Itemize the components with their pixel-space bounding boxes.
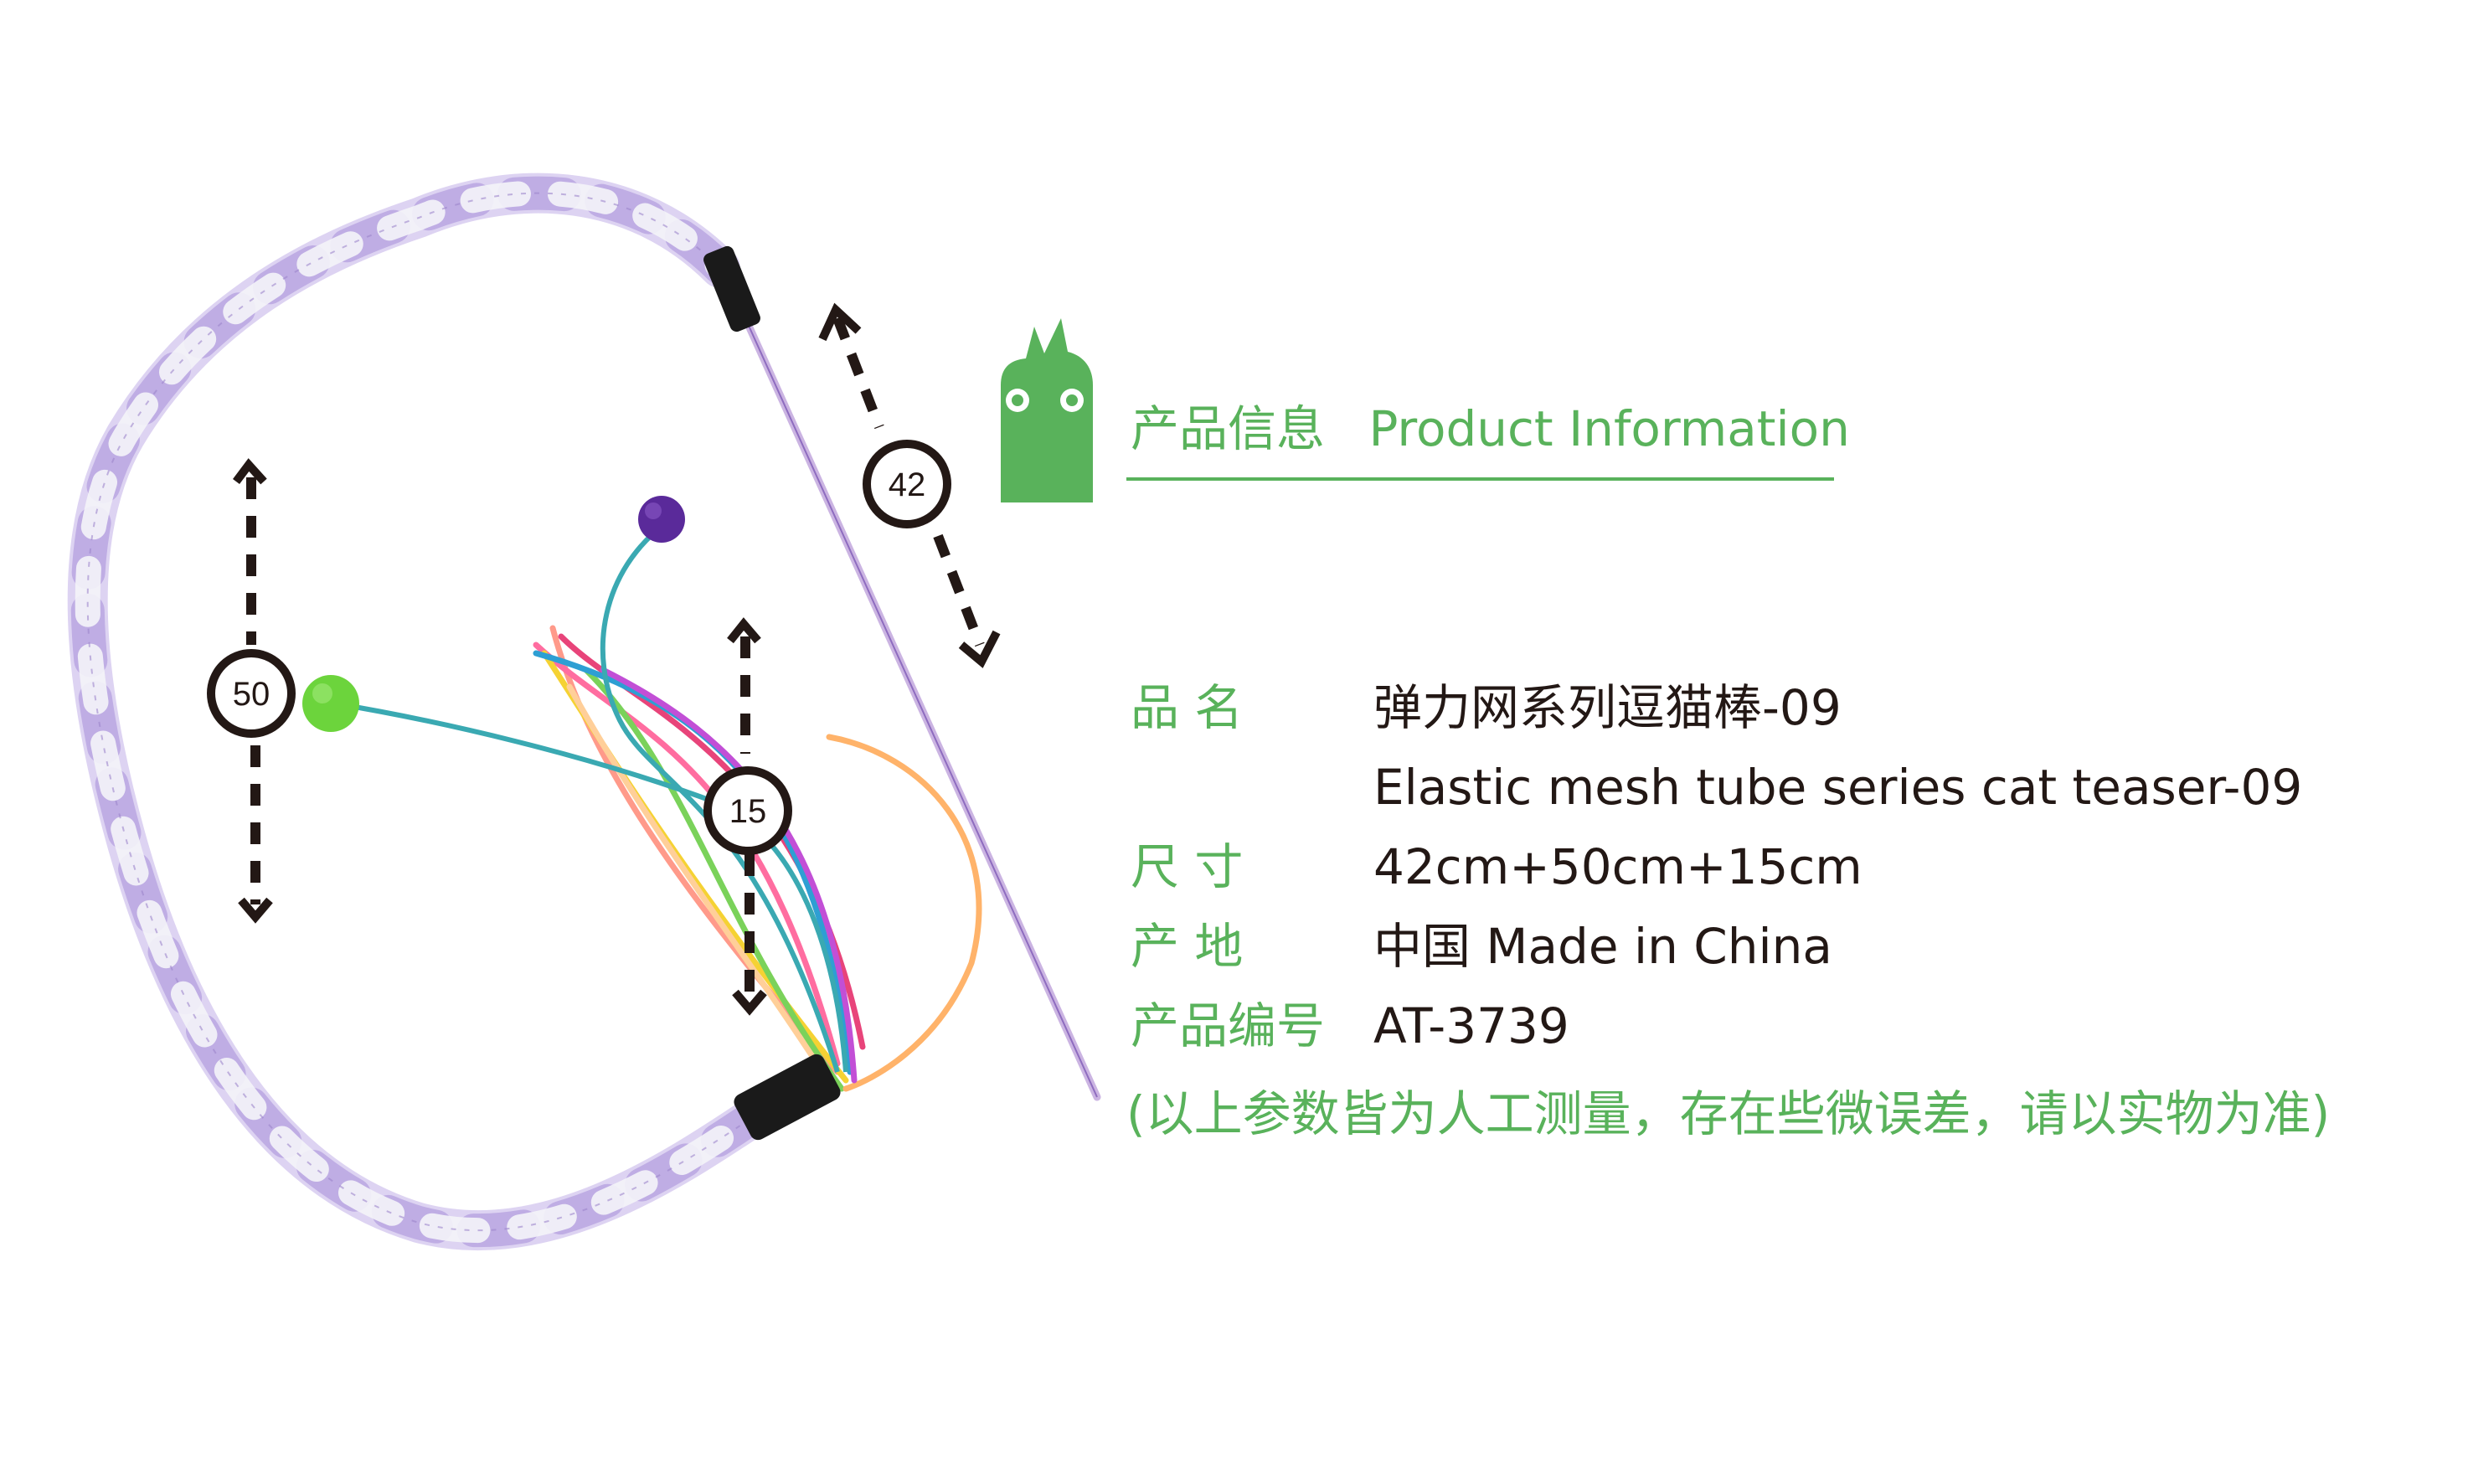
- dimension-label-stick: 42: [889, 466, 926, 503]
- size-value: 42cm+50cm+15cm: [1373, 838, 1862, 895]
- dimension-marker-loop: [207, 458, 296, 924]
- info-row-name-en: Elastic mesh tube series cat teaser-09: [1131, 754, 2387, 821]
- name-label: 品 名: [1131, 679, 1244, 736]
- info-row-code: 产品编号 AT-3739: [1131, 992, 2387, 1059]
- name-en-value: Elastic mesh tube series cat teaser-09: [1373, 759, 2303, 816]
- section-title-cn: 产品信息: [1131, 400, 1326, 457]
- end-cap: [734, 1054, 841, 1141]
- dimension-marker-stick: [818, 302, 1001, 668]
- origin-value: 中国 Made in China: [1373, 918, 1832, 975]
- name-cn-value: 弹力网系列逗猫棒-09: [1373, 679, 1842, 736]
- section-title: 产品信息 Product Information: [1131, 395, 1851, 462]
- teaser-stick: [703, 245, 1101, 1101]
- info-row-origin: 产 地 中国 Made in China: [1131, 913, 2387, 980]
- dimension-label-ribbons: 15: [729, 793, 767, 830]
- code-label: 产品编号: [1131, 997, 1326, 1054]
- code-value: AT-3739: [1373, 997, 1569, 1054]
- measurement-note: (以上参数皆为人工测量，存在些微误差，请以实物为准): [1126, 1085, 2331, 1142]
- product-illustration: 42 50 15: [67, 173, 1101, 1250]
- mesh-tube-loop: [67, 173, 778, 1250]
- size-label: 尺 寸: [1131, 838, 1244, 895]
- info-row-name: 品 名 弹力网系列逗猫棒-09: [1131, 674, 2387, 741]
- dimension-marker-ribbons: [703, 617, 792, 1016]
- green-creature-mascot-icon: [1001, 318, 1093, 502]
- origin-label: 产 地: [1131, 918, 1244, 975]
- info-row-size: 尺 寸 42cm+50cm+15cm: [1131, 833, 2387, 900]
- green-pom-pom: [302, 675, 359, 732]
- purple-pom-pom: [638, 496, 685, 543]
- title-underline: [1126, 477, 1834, 481]
- section-title-en: Product Information: [1368, 400, 1850, 457]
- dimension-label-loop: 50: [233, 676, 270, 713]
